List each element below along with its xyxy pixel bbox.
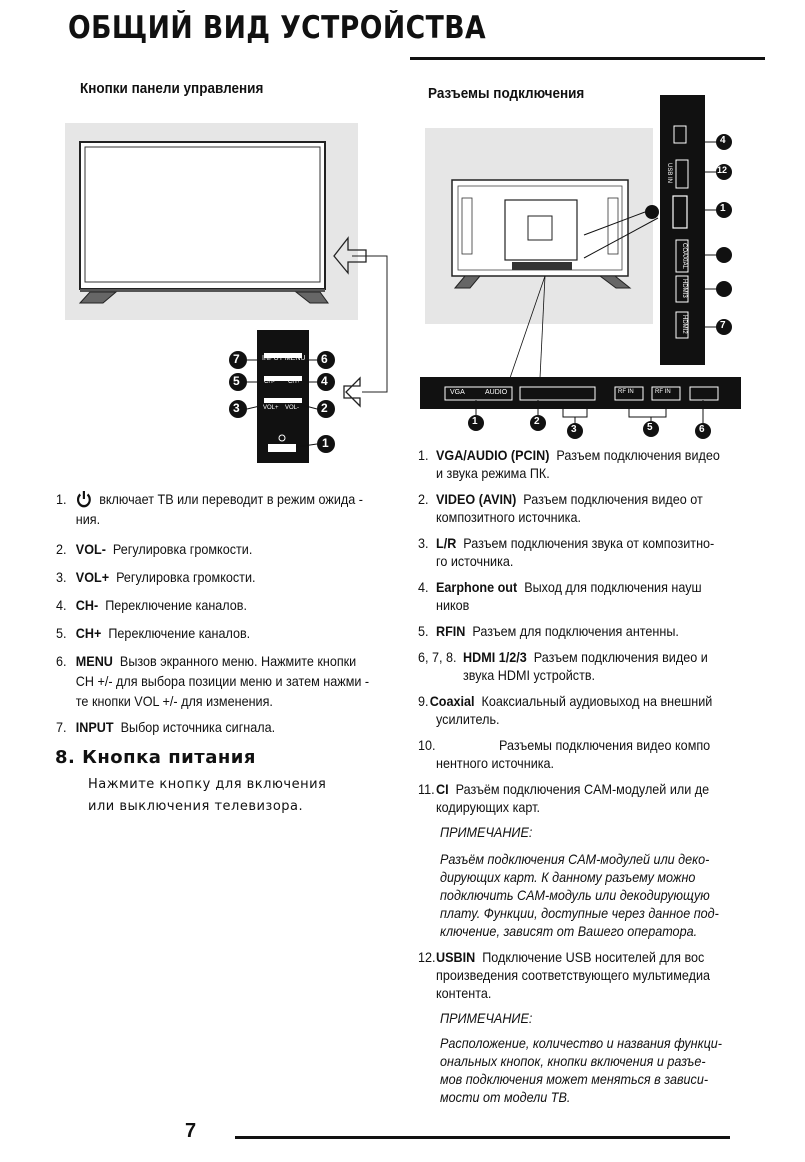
bottom-callout-5: 5 <box>647 422 653 433</box>
callout-2: 2 <box>321 401 328 415</box>
side-callout-1: 1 <box>720 203 726 214</box>
input-menu-label: INPUT MENU <box>262 355 306 362</box>
note-body: Разъём подключения CAM-модулей или деко-… <box>440 851 719 939</box>
usb-in-port-label: USB IN <box>666 163 672 184</box>
note-heading: ПРИМЕЧАНИЕ: <box>440 1010 533 1026</box>
callout-5: 5 <box>233 374 240 388</box>
page-number: 7 <box>185 1120 197 1142</box>
bottom-callout-2: 2 <box>534 416 540 427</box>
side-callout-4: 4 <box>720 135 726 146</box>
footer-rule <box>235 1136 730 1139</box>
power-text-line1: Нажмите кнопку для включения <box>88 777 327 792</box>
bottom-callout-6: 6 <box>699 424 705 435</box>
coaxial-port-label: COAXIAL <box>681 243 687 270</box>
hdmi3-port-label: HDMI3 <box>681 279 687 298</box>
vol-minus-label: VOL- <box>285 405 300 411</box>
vol-plus-label: VOL+ <box>263 405 279 411</box>
bottom-callout-3: 3 <box>571 424 577 435</box>
hdmi2-port-label: HDMI2 <box>681 315 687 334</box>
callout-6: 6 <box>321 352 328 366</box>
bottom-callout-1: 1 <box>472 416 478 427</box>
audio-port-label: AUDIO <box>485 389 508 396</box>
tv-back-illustration <box>420 95 741 439</box>
side-callout-12: 12 <box>717 165 728 175</box>
note-heading: ПРИМЕЧАНИЕ: <box>440 824 533 840</box>
power-button-heading: 8. Кнопка питания <box>55 747 256 768</box>
vga-port-label: VGA <box>450 389 465 396</box>
rf-in-port-label-2: RF IN <box>655 389 671 395</box>
callout-7: 7 <box>233 352 240 366</box>
header-rule <box>410 57 765 60</box>
power-icon <box>76 490 92 512</box>
ch-minus-label: CH- <box>264 379 275 385</box>
tv-front-illustration <box>65 123 388 463</box>
connectors-heading: Разъемы подключения <box>428 85 585 102</box>
power-text-line2: или выключения телевизора. <box>88 799 304 814</box>
rf-in-port-label-1: RF IN <box>618 389 634 395</box>
control-buttons-heading: Кнопки панели управления <box>80 80 264 97</box>
page-title: ОБЩИЙ ВИД УСТРОЙСТВА <box>68 10 487 46</box>
callout-1: 1 <box>322 436 329 450</box>
note-body: Расположение, количество и названия функ… <box>440 1035 722 1105</box>
side-callout-7: 7 <box>720 320 726 331</box>
ch-plus-label: CH+ <box>288 379 301 385</box>
callout-3: 3 <box>233 401 240 415</box>
callout-4: 4 <box>321 374 328 388</box>
